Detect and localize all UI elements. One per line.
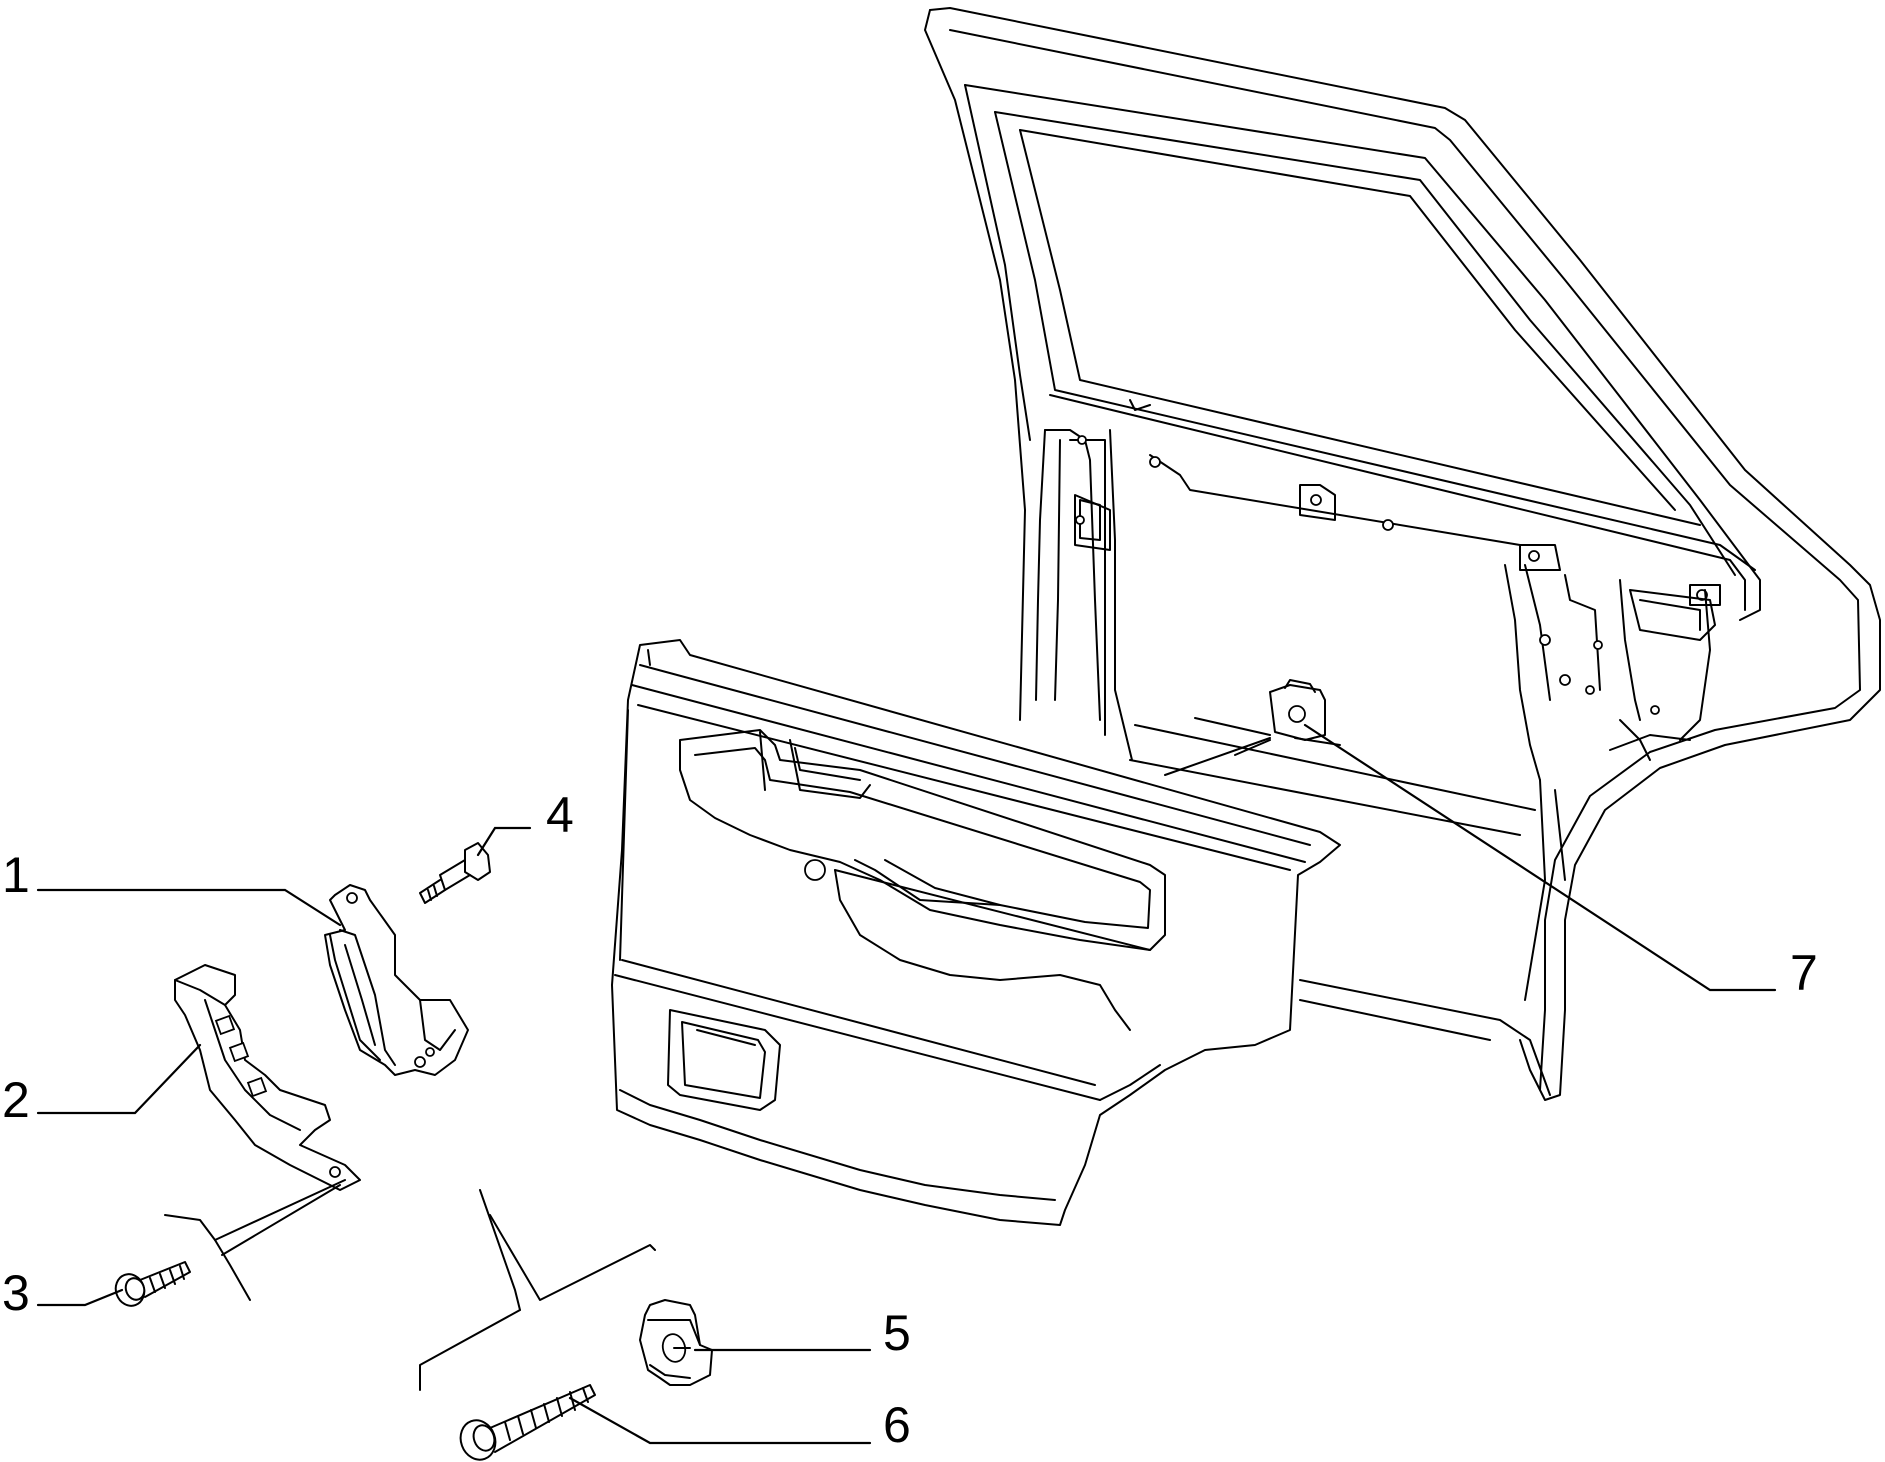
part-5-nut-clip (639, 1299, 713, 1386)
callout-numbers: 1 2 3 4 5 6 7 (2, 787, 1818, 1453)
callout-2: 2 (2, 1072, 30, 1128)
leader-3 (36, 1288, 124, 1307)
part-4-bolt (419, 842, 491, 904)
part-7-clip (1164, 679, 1341, 776)
door-trim-panel (611, 639, 1341, 1226)
callout-5: 5 (883, 1305, 911, 1361)
callout-1: 1 (2, 847, 30, 903)
callout-7: 7 (1790, 945, 1818, 1001)
assembly-reference-lines (419, 1189, 656, 1391)
leader-6 (568, 1396, 872, 1445)
door-frame (924, 7, 1881, 1101)
part-3-screw (114, 1179, 346, 1307)
part-1-handle-bracket (324, 884, 469, 1076)
callout-4: 4 (546, 787, 574, 843)
leader-4 (476, 826, 532, 857)
callout-3: 3 (2, 1265, 30, 1321)
leader-lines (36, 723, 1777, 1445)
callout-6: 6 (883, 1397, 911, 1453)
part-2-cover-trim (174, 964, 361, 1191)
part-6-screw (459, 1384, 596, 1461)
leader-7 (1303, 723, 1777, 992)
leader-2 (36, 1043, 202, 1115)
leader-1 (36, 888, 342, 927)
